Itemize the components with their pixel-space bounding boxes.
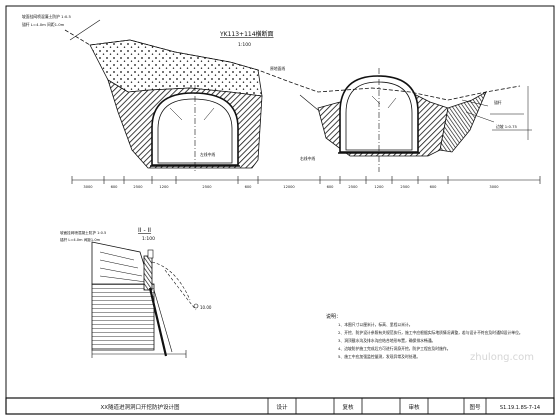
- dimension-label: 600: [245, 185, 253, 189]
- detail-slope-line: [148, 287, 168, 357]
- dimension-label: 600: [327, 185, 335, 189]
- section-title: YK113+114横断面: [219, 30, 274, 38]
- detail-section: II - II 1:100 坡面挂网喷混凝土防护 1:0.5 锚杆 L=4.0m…: [60, 227, 212, 358]
- watermark: zhulong.com: [470, 352, 534, 363]
- detail-layers: [91, 283, 155, 351]
- dimension-label: 3000: [83, 185, 93, 189]
- drawing-number: S1.19.1.8S-7-14: [500, 405, 540, 411]
- left-slope-note-2: 锚杆 L=4.0m 间距1.0m: [22, 22, 65, 27]
- drawing-no-label: 图号: [469, 403, 481, 411]
- checker-label: 审核: [408, 403, 420, 411]
- note-line: 2、开挖、防护设计参照有关规范执行，施工中应根据实际地质情况调整，若与设计不符应…: [338, 330, 523, 335]
- detail-portal-wall: [143, 255, 153, 291]
- note-line: 3、洞顶截水沟及排水沟应结合地形布置，确保排水畅通。: [338, 338, 435, 343]
- right-centerline-label: 右线中线: [300, 156, 315, 161]
- dimension-line: 3000 600 2500 1200 2500 600 12000 600 2500 1200 25…: [71, 176, 541, 189]
- note-line: 4、边坡防护施工完成后方可进行洞身开挖，防护工程应及时施作。: [338, 346, 451, 351]
- sheet-border: [5, 5, 555, 415]
- cross-section: YK113+114横断面 1:100 坡面挂网喷混凝土防护 1:0.5 锚杆 L…: [22, 14, 541, 189]
- dimension-label: 600: [430, 185, 438, 189]
- right-slope-hatch: [439, 91, 487, 153]
- ground-line: [64, 29, 521, 101]
- dimension-label: 600: [111, 185, 119, 189]
- note-line: 5、施工中应加强监控量测，发现异常及时处理。: [338, 354, 420, 359]
- detail-note-2: 锚杆 L=4.0m 间距1.0m: [60, 237, 101, 242]
- ground-label: 原地面线: [270, 66, 285, 71]
- dimension-label: 2500: [400, 185, 410, 189]
- drawing-title: XX隧道进洞洞口开挖防护设计图: [100, 403, 180, 411]
- detail-marker: 10.00: [200, 305, 212, 310]
- left-centerline-label: 左线中线: [200, 152, 215, 157]
- left-slope-note: 坡面挂网喷混凝土防护 1:0.5: [22, 14, 71, 19]
- dimension-label: 2500: [348, 185, 358, 189]
- dimension-label: 3000: [489, 185, 499, 189]
- dimension-label: 12000: [283, 185, 295, 189]
- detail-slope: [91, 241, 151, 285]
- note-line: 1、本图尺寸以厘米计，标高、里程以米计。: [338, 322, 413, 327]
- dimension-label: 2500: [202, 185, 212, 189]
- right-slope-label-2: 边坡 1:0.75: [496, 124, 518, 129]
- detail-anchor-lines: [99, 251, 147, 283]
- designer-label: 设计: [276, 403, 288, 411]
- section-scale: 1:100: [238, 42, 251, 48]
- notes-header: 说明：: [326, 313, 341, 320]
- dimension-label: 1200: [159, 185, 169, 189]
- detail-scale: 1:100: [142, 236, 155, 242]
- notes-block: 说明： 1、本图尺寸以厘米计，标高、里程以米计。 2、开挖、防护设计参照有关规范…: [326, 313, 523, 359]
- detail-note: 坡面挂网喷混凝土防护 1:0.5: [60, 230, 106, 235]
- reviewer-label: 复核: [342, 403, 354, 411]
- dimension-label: 1200: [374, 185, 384, 189]
- right-slope-label: 锚杆: [494, 100, 502, 105]
- detail-title: II - II: [138, 227, 151, 234]
- detail-marker-symbol: [193, 303, 199, 309]
- dimension-label: 2500: [133, 185, 143, 189]
- watermark-brand: zhulong.com: [470, 352, 534, 363]
- title-block: XX隧道进洞洞口开挖防护设计图 设计 复核 审核 图号 S1.19.1.8S-7…: [5, 397, 555, 415]
